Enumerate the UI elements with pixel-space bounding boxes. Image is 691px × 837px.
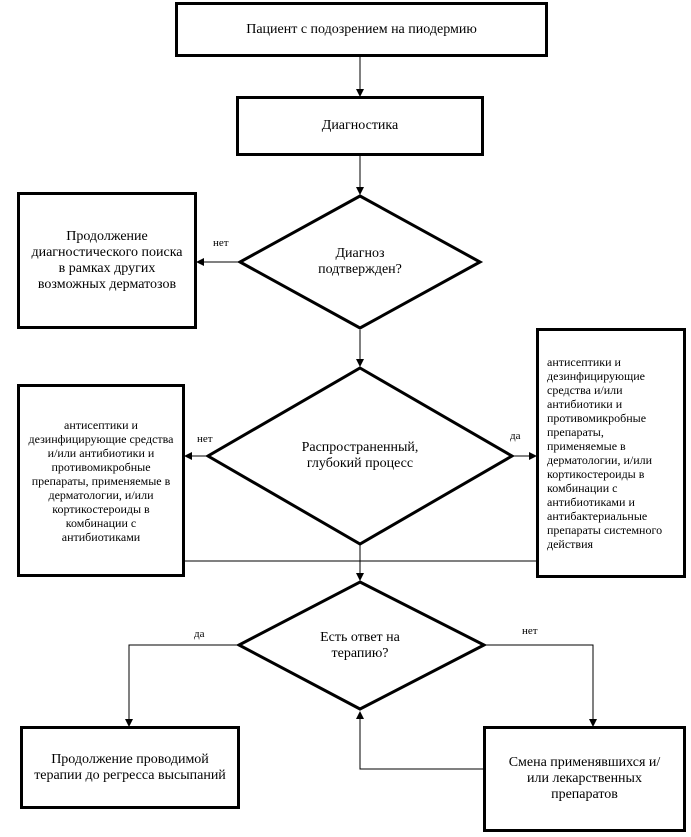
arrow-decision-response-yes <box>125 644 239 727</box>
arrow-decision-response-no <box>484 644 597 727</box>
decision-extent-label: Распространенный, глубокий процесс <box>301 440 419 471</box>
decision-confirmed-label: Диагноз подтвержден? <box>318 246 402 277</box>
decision-response-label: Есть ответ на терапию? <box>320 630 400 661</box>
arrow-change-drugs-loop <box>356 711 483 770</box>
treatment-local-box: антисептики и дезинфицирующие средства и… <box>17 384 185 577</box>
treatment-systemic-text: антисептики и дезинфицирующие средства и… <box>547 355 663 551</box>
continue-search-text: Продолжение диагностического поиска в ра… <box>31 228 183 292</box>
edge-label-no-confirmed: нет <box>213 237 229 249</box>
decision-confirmed-text: Диагноз подтвержден? <box>300 240 420 284</box>
continue-search-box: Продолжение диагностического поиска в ра… <box>17 192 197 329</box>
decision-extent-text: Распространенный, глубокий процесс <box>290 430 430 482</box>
diagnostics-box: Диагностика <box>236 96 484 156</box>
start-box: Пациент с подозрением на пиодермию <box>175 2 548 57</box>
change-drugs-text: Смена применявшихся и/или лекарственных … <box>508 755 661 802</box>
edge-label-yes-response: да <box>194 628 205 640</box>
edge-label-no-response: нет <box>522 625 538 637</box>
continue-therapy-text: Продолжение проводимой терапии до регрес… <box>34 751 226 783</box>
edge-label-yes-extent: да <box>510 430 521 442</box>
decision-response-text: Есть ответ на терапию? <box>300 625 420 667</box>
decision-response-shape <box>235 580 488 711</box>
decision-extent-shape <box>205 366 515 546</box>
change-drugs-box: Смена применявшихся и/или лекарственных … <box>483 726 686 832</box>
treatment-systemic-box: антисептики и дезинфицирующие средства и… <box>536 328 686 578</box>
continue-therapy-box: Продолжение проводимой терапии до регрес… <box>20 726 240 809</box>
decision-confirmed-shape <box>236 194 484 330</box>
diagnostics-text: Диагностика <box>321 118 399 133</box>
start-text: Пациент с подозрением на пиодермию <box>246 21 477 37</box>
edge-label-no-extent: нет <box>197 433 213 445</box>
treatment-local-text: антисептики и дезинфицирующие средства и… <box>28 417 174 544</box>
